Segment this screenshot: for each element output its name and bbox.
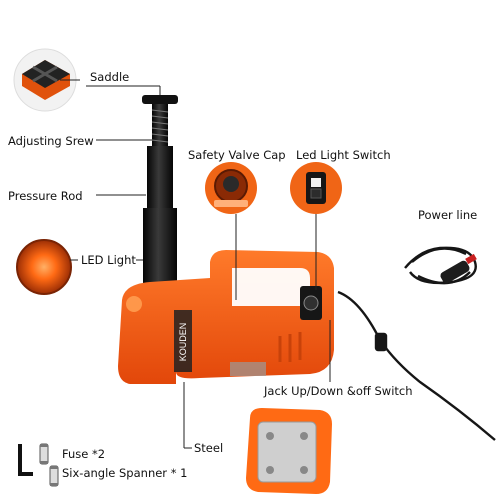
safety-valve-thumbnail xyxy=(205,162,257,214)
led-light-label: LED Light xyxy=(81,253,136,267)
power-cable xyxy=(337,246,496,441)
jack-switch-label: Jack Up/Down &off Switch xyxy=(264,384,413,398)
safety-valve-cap-label: Safety Valve Cap xyxy=(188,148,286,162)
leader-lines xyxy=(60,79,331,449)
car-plug xyxy=(440,253,477,284)
fuse-label: Fuse *2 xyxy=(62,447,106,461)
led-light-switch-label: Led Light Switch xyxy=(296,148,391,162)
fuse-icon xyxy=(39,443,59,487)
pressure-rod-label: Pressure Rod xyxy=(8,189,83,203)
spanner-icon xyxy=(18,444,33,476)
saddle-thumbnail xyxy=(13,48,77,112)
spanner-label: Six-angle Spanner * 1 xyxy=(62,466,188,480)
brand-text: KOUDEN xyxy=(178,323,188,362)
power-line-label: Power line xyxy=(418,208,478,222)
saddle-label: Saddle xyxy=(90,70,130,84)
led-light-thumbnail xyxy=(16,239,72,295)
steel-base-thumbnail xyxy=(246,408,332,494)
jack-rod xyxy=(142,95,178,286)
led-switch-thumbnail xyxy=(290,162,342,214)
adjusting-screw-label: Adjusting Srew xyxy=(8,134,94,148)
steel-label: Steel xyxy=(194,441,224,455)
jack-body: KOUDEN xyxy=(118,250,334,384)
